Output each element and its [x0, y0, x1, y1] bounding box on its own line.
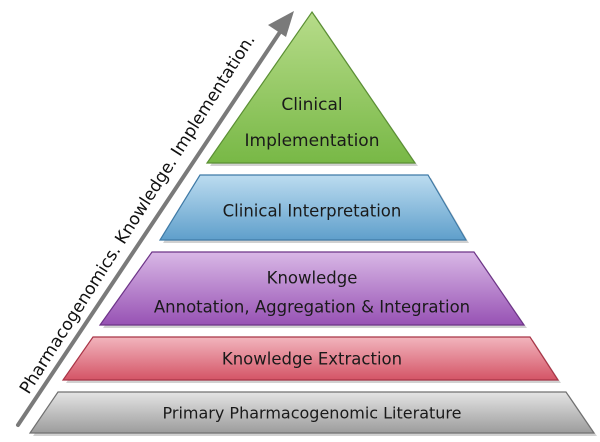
tier-label: Implementation [245, 131, 380, 151]
tier-label: Knowledge Extraction [222, 350, 402, 369]
tier-shape [205, 10, 417, 164]
tier-label: Knowledge [267, 269, 358, 288]
axis-arrow-head [268, 11, 294, 37]
tier-shape [28, 391, 596, 434]
tier-label: Primary Pharmacogenomic Literature [163, 404, 462, 423]
tier-label: Annotation, Aggregation & Integration [154, 298, 470, 317]
tier-label: Clinical Interpretation [223, 202, 402, 221]
axis-arrow-shaft [16, 24, 286, 427]
tier-shape [61, 336, 560, 381]
tier-shape [98, 251, 526, 326]
tier-label: Clinical [281, 95, 342, 115]
tier-clinical-interpretation: Clinical Interpretation [158, 174, 469, 243]
tier-shape [158, 174, 468, 241]
tier-primary-literature: Primary Pharmacogenomic Literature [28, 391, 597, 436]
tier-knowledge-extraction: Knowledge Extraction [61, 336, 561, 383]
